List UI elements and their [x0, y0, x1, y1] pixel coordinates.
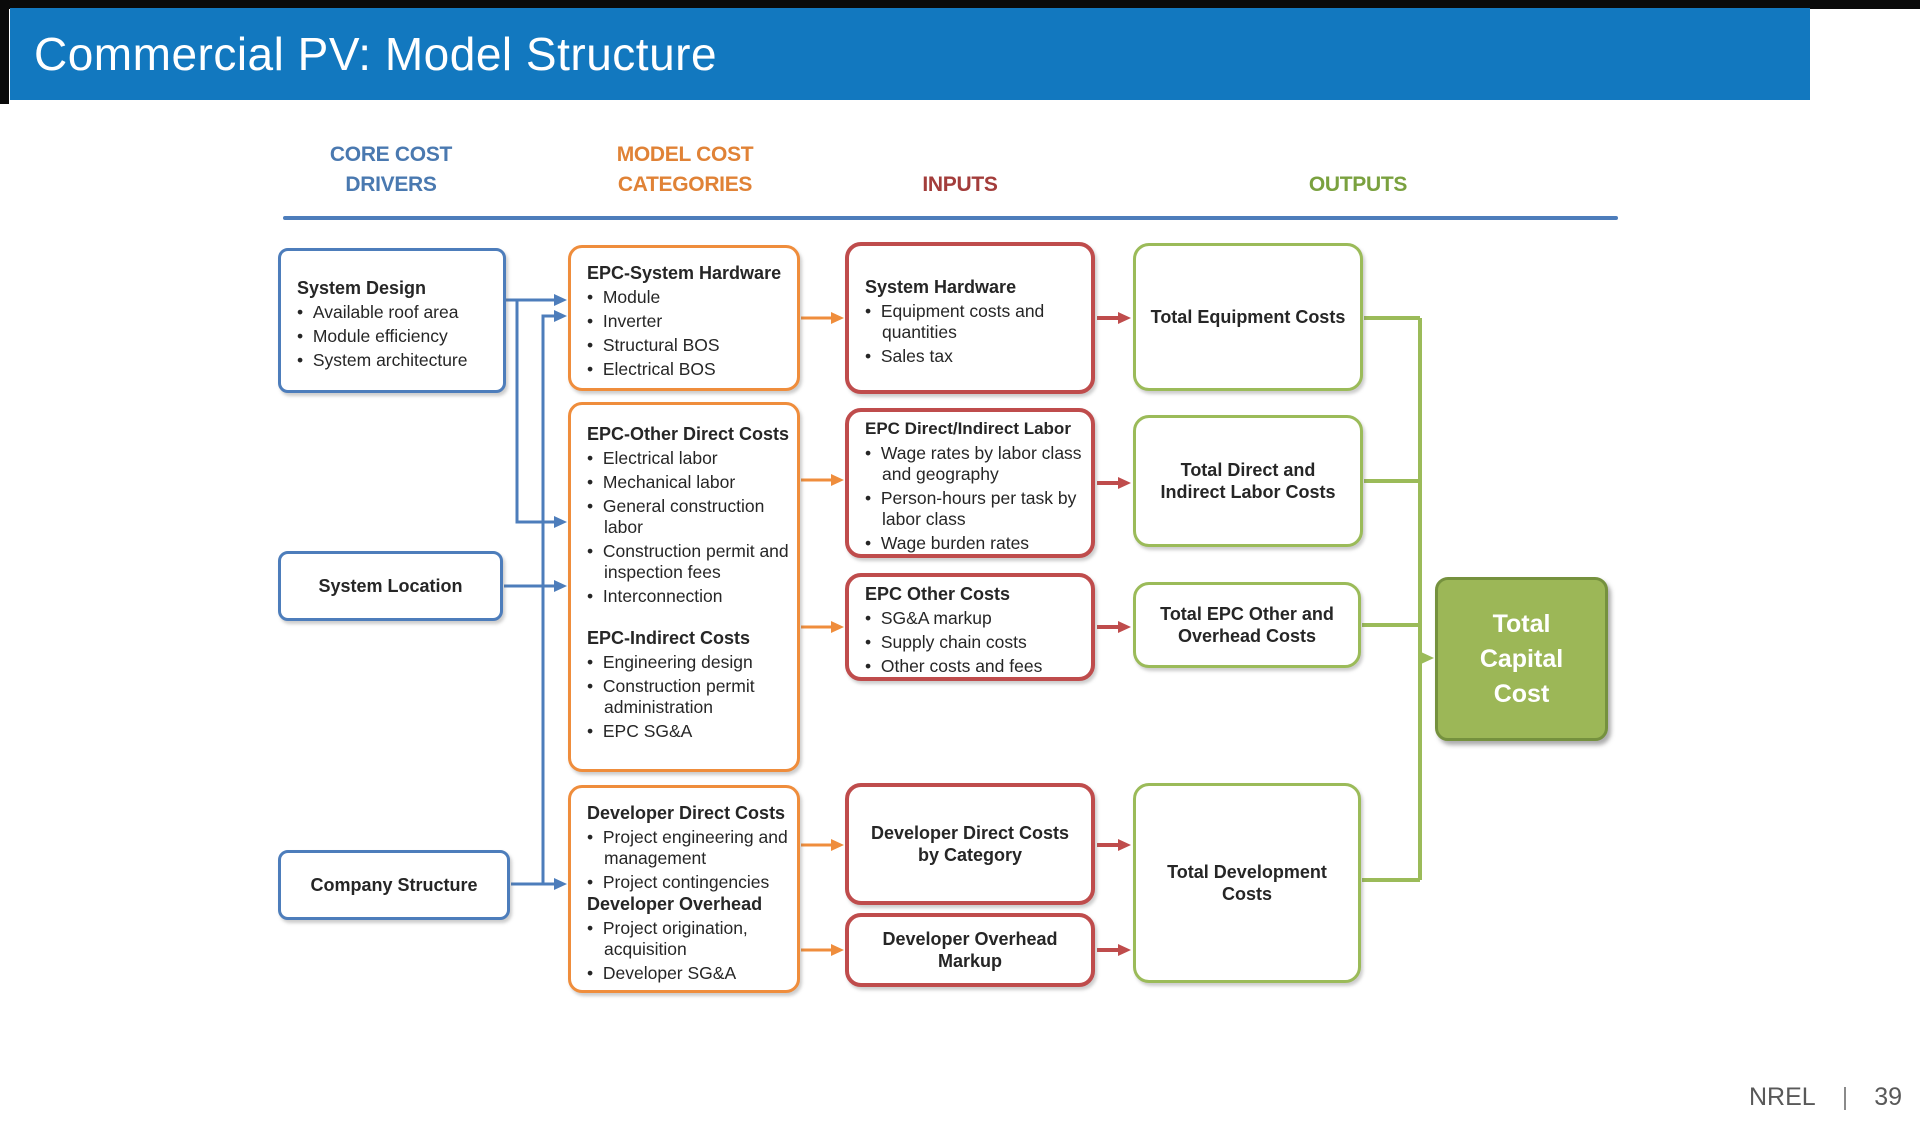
bullet-item: Project contingencies — [587, 872, 791, 893]
bullet-list: Project origination, acquisition Develop… — [587, 918, 791, 984]
total-capital-cost-box: Total Capital Cost — [1435, 577, 1608, 741]
header-line: CORE COST — [329, 143, 453, 166]
bullet-list: Engineering design Construction permit a… — [587, 652, 791, 742]
bullet-list: SG&A markup Supply chain costs Other cos… — [865, 605, 1085, 677]
box-title: EPC-System Hardware — [587, 263, 782, 283]
bullet-item: Sales tax — [865, 346, 1085, 367]
bullet-item: Person-hours per task by labor class — [865, 488, 1085, 530]
output-box-total-epc-other-overhead-costs: Total EPC Other and Overhead Costs — [1133, 582, 1361, 668]
box-title: Developer Overhead Markup — [882, 929, 1058, 971]
section-developer-direct: Developer Direct Costs Project engineeri… — [587, 802, 791, 893]
driver-box-system-design: System Design Available roof area Module… — [278, 248, 506, 393]
output-box-total-direct-indirect-labor-costs: Total Direct and Indirect Labor Costs — [1133, 415, 1363, 547]
bullet-item: Interconnection — [587, 586, 791, 607]
column-header-inputs: INPUTS — [860, 122, 1060, 200]
bullet-item: SG&A markup — [865, 608, 1085, 629]
box-title: Total Direct and Indirect Labor Costs — [1160, 460, 1336, 502]
column-header-outputs: OUTPUTS — [1258, 122, 1458, 200]
bullet-item: Wage rates by labor class and geography — [865, 443, 1085, 485]
box-title: System Design — [297, 277, 427, 298]
input-box-epc-other-costs: EPC Other Costs SG&A markup Supply chain… — [845, 573, 1095, 681]
slide-title-bar: Commercial PV: Model Structure — [10, 8, 1810, 100]
bullet-item: Construction permit and inspection fees — [587, 541, 791, 583]
bullet-list: Module Inverter Structural BOS Electrica… — [587, 284, 791, 380]
bullet-item: General construction labor — [587, 496, 791, 538]
bullet-item: Electrical BOS — [587, 359, 791, 380]
box-title: Total EPC Other and Overhead Costs — [1160, 604, 1334, 646]
driver-box-company-structure: Company Structure — [278, 850, 510, 920]
bullet-list: Available roof area Module efficiency Sy… — [297, 299, 497, 371]
bullet-list: Electrical labor Mechanical labor Genera… — [587, 448, 791, 607]
page-number: 39 — [1874, 1083, 1902, 1111]
output-box-total-equipment-costs: Total Equipment Costs — [1133, 243, 1363, 391]
box-title: Developer Overhead — [587, 894, 763, 914]
bullet-item: Construction permit administration — [587, 676, 791, 718]
slide-footer: NREL | 39 — [1749, 1083, 1902, 1112]
screen-edge-top — [0, 0, 1920, 9]
bullet-item: Mechanical labor — [587, 472, 791, 493]
output-box-total-development-costs: Total Development Costs — [1133, 783, 1361, 983]
bullet-item: Other costs and fees — [865, 656, 1085, 677]
category-box-epc-system-hardware: EPC-System Hardware Module Inverter Stru… — [568, 245, 800, 391]
driver-box-system-location: System Location — [278, 551, 503, 621]
input-box-epc-direct-indirect-labor: EPC Direct/Indirect Labor Wage rates by … — [845, 408, 1095, 558]
bullet-item: Inverter — [587, 311, 791, 332]
box-title: Company Structure — [310, 875, 478, 895]
box-title: EPC Other Costs — [865, 584, 1011, 604]
category-box-developer: Developer Direct Costs Project engineeri… — [568, 785, 800, 993]
box-title: EPC Direct/Indirect Labor — [865, 419, 1071, 438]
bullet-list: Wage rates by labor class and geography … — [865, 440, 1085, 554]
screen-edge-left — [0, 0, 9, 104]
column-header-model-cost-categories: MODEL COST CATEGORIES — [585, 122, 785, 200]
box-title: Total Development Costs — [1167, 862, 1327, 904]
category-box-epc-other-and-indirect: EPC-Other Direct Costs Electrical labor … — [568, 402, 800, 772]
box-title: System Location — [318, 576, 463, 596]
footer-separator: | — [1841, 1083, 1849, 1111]
bullet-item: Module efficiency — [297, 326, 497, 347]
bullet-item: Module — [587, 287, 791, 308]
slide-title: Commercial PV: Model Structure — [34, 28, 718, 80]
box-title: Developer Direct Costs by Category — [870, 823, 1070, 865]
header-line: MODEL COST — [616, 143, 754, 166]
input-box-developer-direct-costs-by-category: Developer Direct Costs by Category — [845, 783, 1095, 905]
box-title: Total Capital Cost — [1479, 609, 1564, 708]
bullet-item: Supply chain costs — [865, 632, 1085, 653]
bullet-item: Project origination, acquisition — [587, 918, 791, 960]
header-line: CATEGORIES — [617, 173, 753, 196]
bullet-item: Available roof area — [297, 302, 497, 323]
column-header-core-cost-drivers: CORE COST DRIVERS — [291, 122, 491, 200]
section-epc-indirect: EPC-Indirect Costs Engineering design Co… — [587, 627, 791, 742]
footer-brand: NREL — [1749, 1083, 1816, 1111]
box-title: Developer Direct Costs — [587, 803, 786, 823]
arrow-trunk-to-epc-hardware — [541, 310, 567, 884]
section-epc-other-direct: EPC-Other Direct Costs Electrical labor … — [587, 423, 791, 607]
bullet-item: System architecture — [297, 350, 497, 371]
bullet-item: Engineering design — [587, 652, 791, 673]
bullet-item: Structural BOS — [587, 335, 791, 356]
input-box-developer-overhead-markup: Developer Overhead Markup — [845, 913, 1095, 987]
arrow-trunk-to-epc-other-direct — [515, 300, 567, 528]
header-divider-rule — [283, 216, 1618, 220]
bullet-item: EPC SG&A — [587, 721, 791, 742]
bullet-item: Wage burden rates — [865, 533, 1085, 554]
box-title: System Hardware — [865, 276, 1017, 297]
input-box-system-hardware: System Hardware Equipment costs and quan… — [845, 242, 1095, 394]
box-title: Total Equipment Costs — [1150, 307, 1346, 327]
bullet-item: Electrical labor — [587, 448, 791, 469]
section-developer-overhead: Developer Overhead Project origination, … — [587, 893, 791, 984]
box-title: EPC-Indirect Costs — [587, 628, 751, 648]
header-line: DRIVERS — [345, 173, 437, 196]
header-line: INPUTS — [922, 173, 998, 196]
bullet-item: Equipment costs and quantities — [865, 301, 1085, 343]
header-line: OUTPUTS — [1308, 173, 1408, 196]
bullet-list: Project engineering and management Proje… — [587, 827, 791, 893]
bullet-item: Project engineering and management — [587, 827, 791, 869]
box-title: EPC-Other Direct Costs — [587, 424, 790, 444]
bullet-list: Equipment costs and quantities Sales tax — [865, 298, 1085, 367]
bullet-item: Developer SG&A — [587, 963, 791, 984]
